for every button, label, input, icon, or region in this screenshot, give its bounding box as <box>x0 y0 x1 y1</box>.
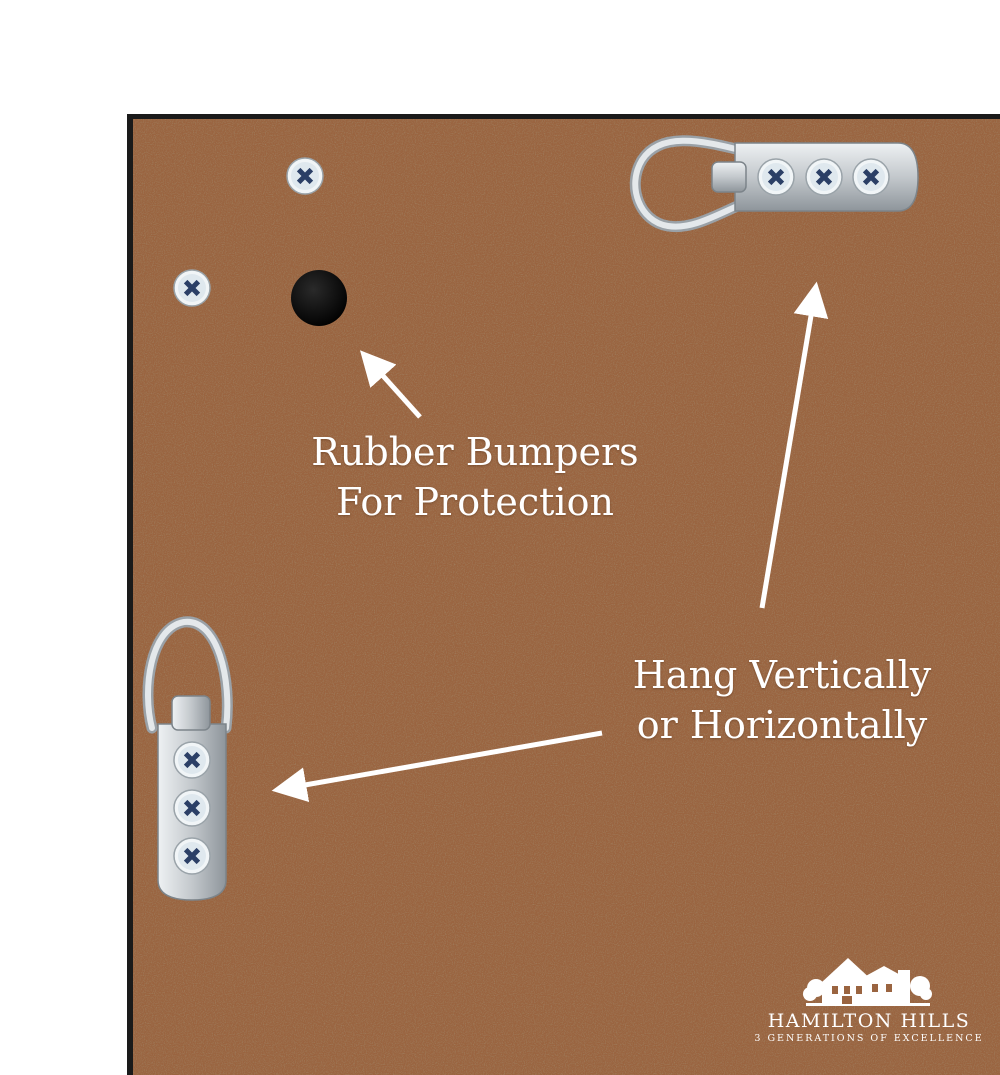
d-ring-hanger-vertical <box>142 616 233 901</box>
d-ring-hanger-horizontal <box>629 135 919 233</box>
arrow-to-side-hanger <box>271 730 603 803</box>
hang-caption: Hang Vertically or Horizontally <box>612 650 952 750</box>
screw-icon <box>173 269 211 307</box>
bumpers-caption: Rubber Bumpers For Protection <box>290 427 660 527</box>
screw-icon <box>286 157 324 195</box>
house-logo-icon <box>803 958 932 1006</box>
hang-caption-line1: Hang Vertically <box>632 653 932 697</box>
brand-logo-block: HAMILTON HILLS 3 GENERATIONS OF EXCELLEN… <box>740 948 998 1046</box>
bumpers-caption-line1: Rubber Bumpers <box>311 430 639 474</box>
hang-caption-line2: or Horizontally <box>636 703 928 747</box>
brand-name: HAMILTON HILLS <box>767 1010 971 1032</box>
rubber-bumper <box>291 270 347 326</box>
backing-board <box>127 114 1000 1075</box>
arrow-to-bumper <box>359 350 422 419</box>
bumpers-caption-line2: For Protection <box>336 480 614 524</box>
brand-tagline: 3 GENERATIONS OF EXCELLENCE <box>754 1033 984 1044</box>
arrow-to-top-hanger <box>759 281 829 609</box>
